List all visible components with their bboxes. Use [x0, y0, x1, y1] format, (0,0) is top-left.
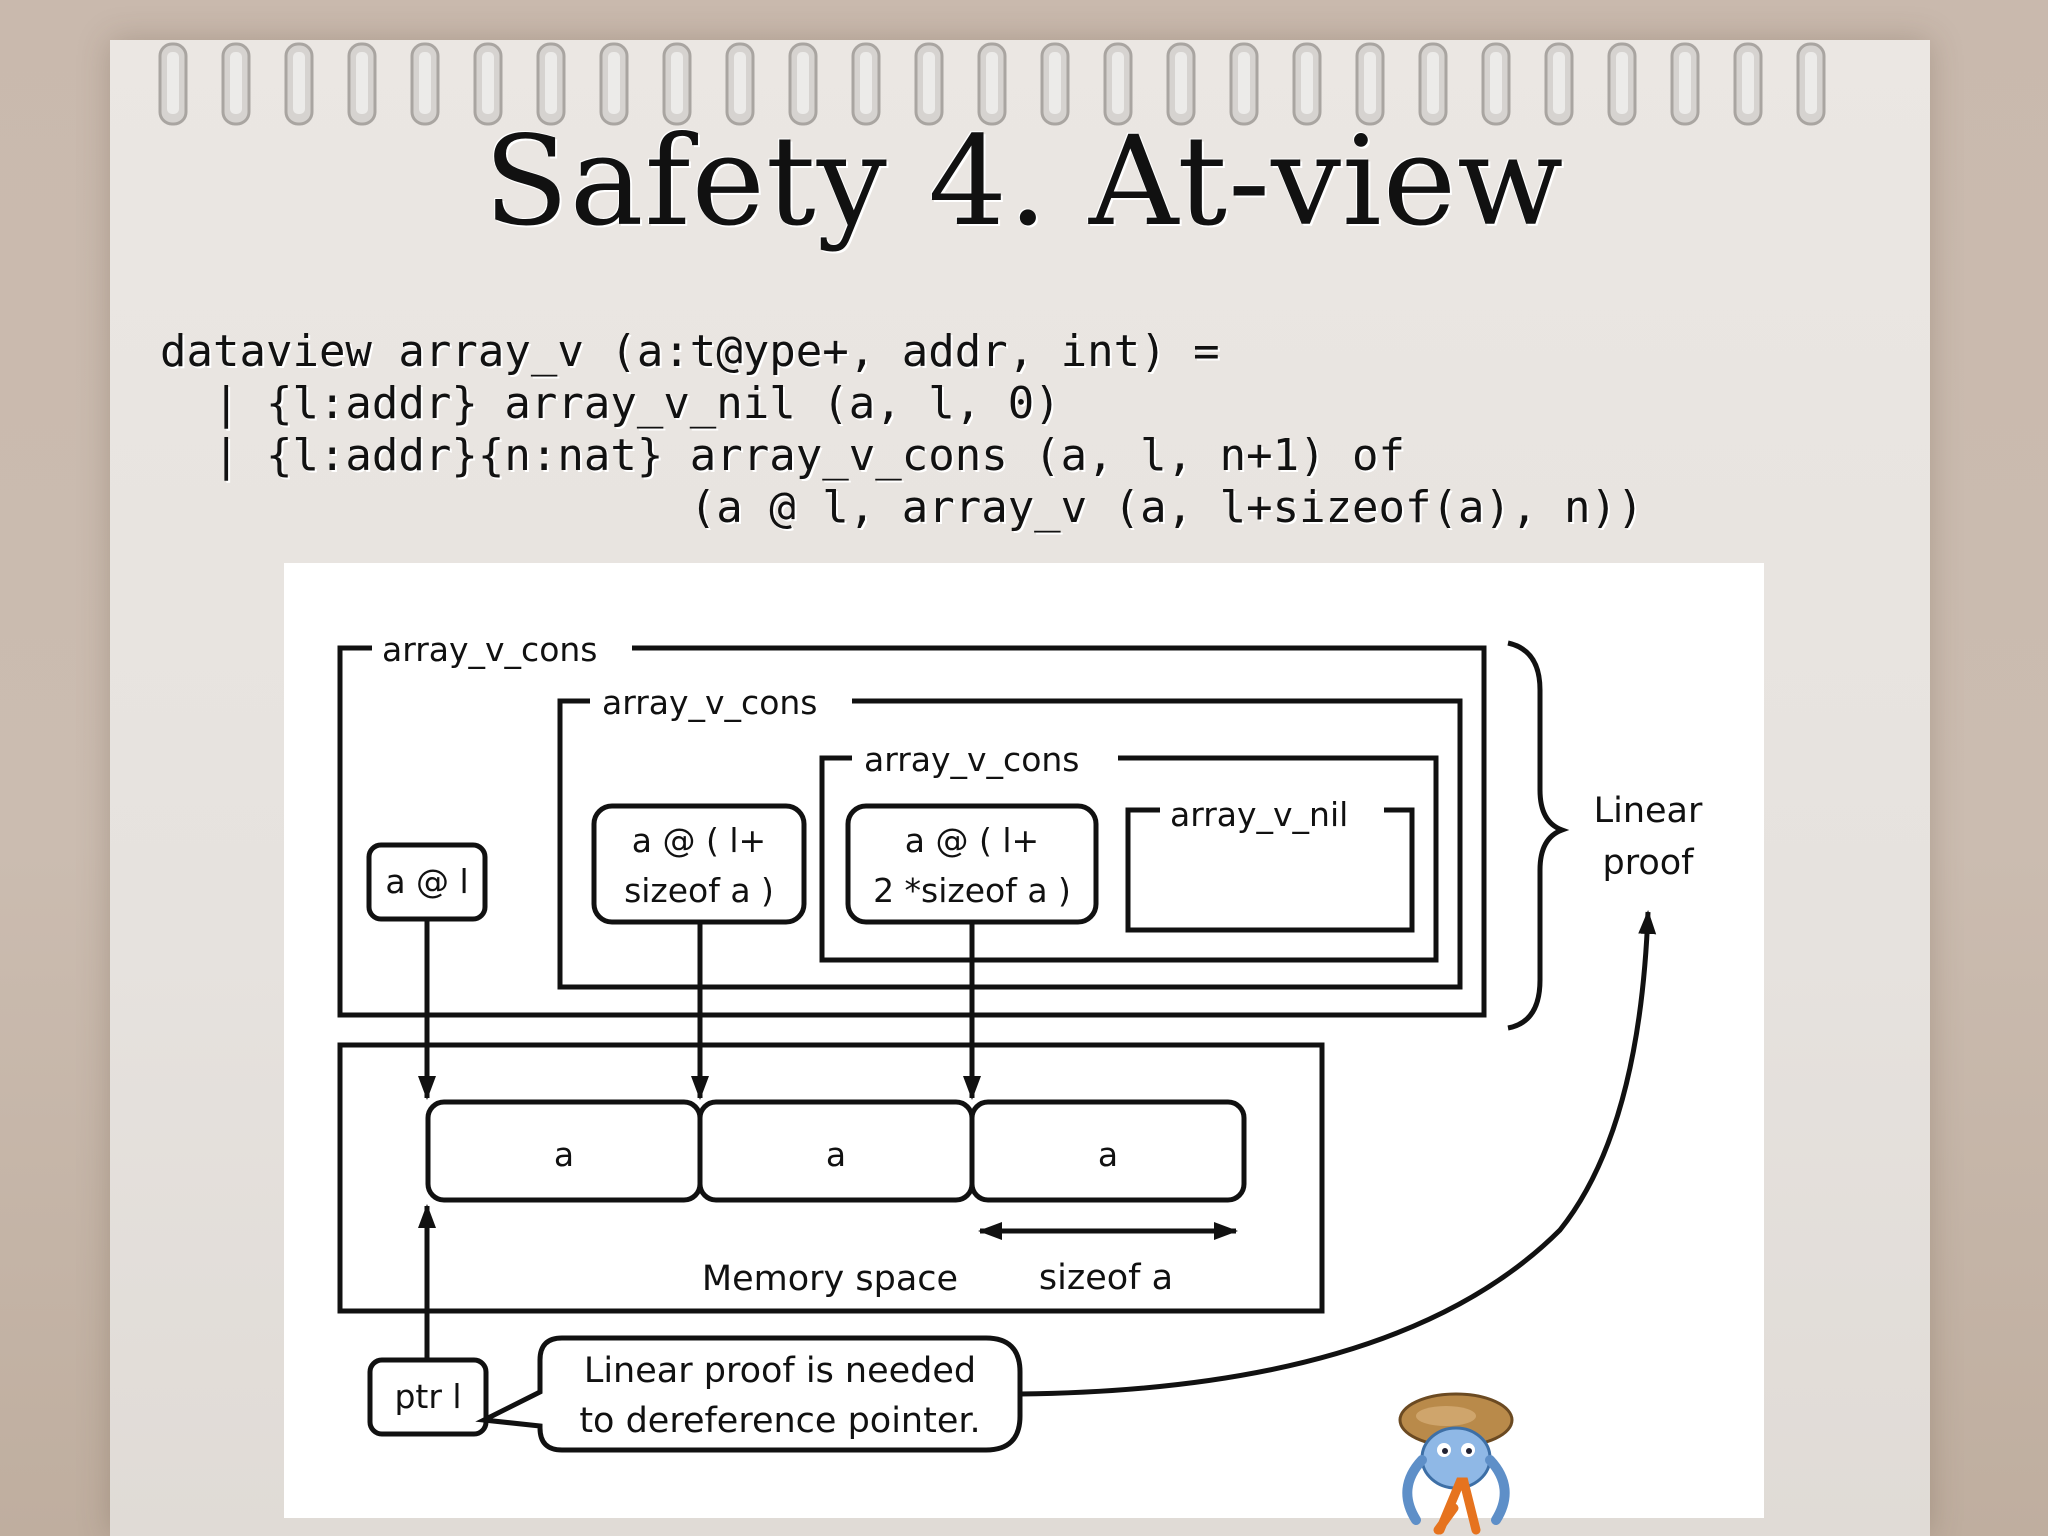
ats-mascot-icon [1398, 1392, 1514, 1535]
binding-ring [284, 42, 314, 126]
code-line-3: | {l:addr}{n:nat} array_v_cons (a, l, n+… [160, 430, 1406, 481]
binding-ring [1166, 42, 1196, 126]
notebook-rings [158, 42, 1826, 126]
at-view-label-2a: a @ ( l+ [632, 821, 766, 860]
binding-ring [977, 42, 1007, 126]
cons-outer-box [337, 645, 1487, 1018]
linear-proof-label-1: Linear [1594, 791, 1703, 831]
binding-ring [1607, 42, 1637, 126]
cons-middle-box [557, 698, 1463, 990]
binding-ring [725, 42, 755, 126]
binding-ring [851, 42, 881, 126]
at-view-label-3b: 2 *sizeof a ) [873, 871, 1071, 910]
sizeof-label: sizeof a [1039, 1258, 1173, 1298]
callout-line-1: Linear proof is needed [584, 1351, 976, 1391]
diagram-panel [284, 563, 1764, 1518]
code-line-2: | {l:addr} array_v_nil (a, l, 0) [160, 378, 1061, 429]
binding-ring [410, 42, 440, 126]
binding-ring [662, 42, 692, 126]
at-view-box-1 [366, 842, 488, 922]
binding-ring [347, 42, 377, 126]
cons-inner-label: array_v_cons [864, 740, 1080, 779]
binding-ring [1733, 42, 1763, 126]
nil-label: array_v_nil [1170, 795, 1348, 834]
binding-ring [1103, 42, 1133, 126]
code-line-4: (a @ l, array_v (a, l+sizeof(a), n)) [160, 482, 1644, 533]
memory-space-box [337, 1042, 1325, 1314]
code-line-1: dataview array_v (a:t@ype+, addr, int) = [160, 326, 1220, 377]
callout-bubble [475, 1335, 1023, 1453]
binding-ring [599, 42, 629, 126]
binding-ring [158, 42, 188, 126]
binding-ring [1544, 42, 1574, 126]
binding-ring [473, 42, 503, 126]
nil-box [1125, 807, 1415, 933]
at-view-box-3 [845, 803, 1099, 925]
binding-ring [1796, 42, 1826, 126]
memory-cell-label-1: a [554, 1135, 574, 1174]
binding-ring [788, 42, 818, 126]
binding-ring [1229, 42, 1259, 126]
at-view-label-2b: sizeof a ) [624, 871, 774, 910]
cons-inner-box [819, 755, 1439, 963]
slide-title: Safety 4. At-view [483, 110, 1565, 254]
pointer-label: ptr l [394, 1377, 461, 1416]
binding-ring [221, 42, 251, 126]
binding-ring [1040, 42, 1070, 126]
pointer-box [367, 1357, 489, 1437]
memory-space-label: Memory space [702, 1259, 958, 1299]
at-view-label-3a: a @ ( l+ [905, 821, 1039, 860]
binding-ring [1418, 42, 1448, 126]
binding-ring [1292, 42, 1322, 126]
binding-ring [536, 42, 566, 126]
arrow-to-linear-proof [1019, 910, 1657, 1397]
binding-ring [914, 42, 944, 126]
cons-middle-label: array_v_cons [602, 683, 818, 722]
memory-cell-3 [969, 1099, 1247, 1203]
binding-ring [1481, 42, 1511, 126]
code-block: dataview array_v (a:t@ype+, addr, int) =… [160, 326, 1643, 534]
callout-line-2: to dereference pointer. [579, 1401, 980, 1441]
cons-outer-label: array_v_cons [382, 630, 598, 669]
linear-proof-label-2: proof [1603, 843, 1695, 883]
memory-cell-label-3: a [1098, 1135, 1118, 1174]
binding-ring [1670, 42, 1700, 126]
linear-proof-brace [1507, 640, 1570, 1031]
at-view-label-1: a @ l [385, 862, 468, 901]
binding-ring [1355, 42, 1385, 126]
at-view-box-2 [591, 803, 807, 925]
memory-cell-label-2: a [826, 1135, 846, 1174]
